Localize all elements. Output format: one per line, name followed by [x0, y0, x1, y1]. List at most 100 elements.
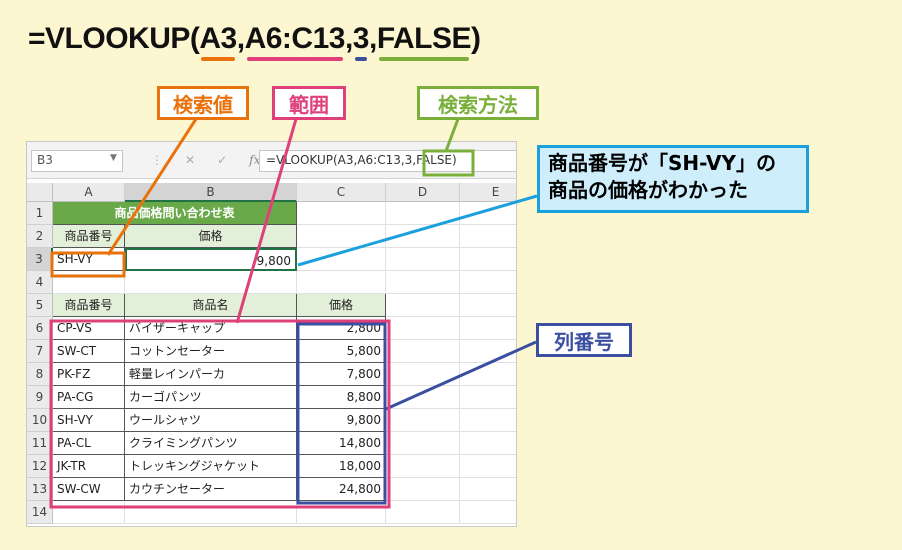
- result-bubble: 商品番号が「SH-VY」の 商品の価格がわかった: [537, 145, 809, 213]
- formula-bar-area: B3 ▼ ⋮ ✕ ✓ fx =VLOOKUP(A3,A6:C13,3,FALSE…: [27, 142, 516, 179]
- product-name-cell[interactable]: バイザーキャップ: [125, 317, 297, 340]
- row-header-13[interactable]: 13: [27, 478, 53, 501]
- row-header-11[interactable]: 11: [27, 432, 53, 455]
- cell[interactable]: [386, 386, 460, 409]
- cell[interactable]: [386, 294, 460, 317]
- cell[interactable]: [297, 225, 386, 248]
- cell[interactable]: [460, 501, 516, 524]
- result-cell[interactable]: 9,800: [125, 248, 297, 271]
- formula-prefix: =VLOOKUP(: [28, 22, 200, 55]
- row-header-7[interactable]: 7: [27, 340, 53, 363]
- product-code-cell[interactable]: CP-VS: [53, 317, 125, 340]
- cell[interactable]: [460, 202, 516, 225]
- table-title-cell[interactable]: 商品価格問い合わせ表: [53, 202, 297, 225]
- cell[interactable]: [386, 432, 460, 455]
- product-name-cell[interactable]: ウールシャツ: [125, 409, 297, 432]
- row-header-4[interactable]: 4: [27, 271, 53, 294]
- cell[interactable]: [297, 202, 386, 225]
- cell[interactable]: [297, 501, 386, 524]
- row-header-14[interactable]: 14: [27, 501, 53, 524]
- product-code-cell[interactable]: SH-VY: [53, 409, 125, 432]
- product-name-cell[interactable]: クライミングパンツ: [125, 432, 297, 455]
- cell[interactable]: [460, 432, 516, 455]
- cancel-icon[interactable]: ✕: [185, 153, 196, 167]
- formula-input[interactable]: =VLOOKUP(A3,A6:C13,3,FALSE): [259, 150, 516, 172]
- row-header-8[interactable]: 8: [27, 363, 53, 386]
- product-price-cell[interactable]: 24,800: [297, 478, 386, 501]
- table-header-name[interactable]: 商品名: [125, 294, 297, 317]
- product-price-cell[interactable]: 14,800: [297, 432, 386, 455]
- callout-lookup-value: 検索値: [157, 86, 249, 120]
- column-header-b[interactable]: B: [125, 183, 297, 202]
- lookup-value-cell[interactable]: SH-VY: [53, 248, 125, 271]
- product-name-cell[interactable]: コットンセーター: [125, 340, 297, 363]
- cell[interactable]: [297, 248, 386, 271]
- cell[interactable]: [386, 501, 460, 524]
- row-header-3[interactable]: 3: [27, 248, 53, 271]
- table-header-code[interactable]: 商品番号: [53, 294, 125, 317]
- row-header-6[interactable]: 6: [27, 317, 53, 340]
- product-name-cell[interactable]: 軽量レインパーカ: [125, 363, 297, 386]
- row-header-1[interactable]: 1: [27, 202, 53, 225]
- cell[interactable]: [460, 478, 516, 501]
- cell[interactable]: [125, 501, 297, 524]
- cell[interactable]: [297, 271, 386, 294]
- cell[interactable]: [460, 340, 516, 363]
- cell[interactable]: [460, 455, 516, 478]
- cell[interactable]: [460, 248, 516, 271]
- lookup-header-code[interactable]: 商品番号: [53, 225, 125, 248]
- product-code-cell[interactable]: SW-CT: [53, 340, 125, 363]
- product-code-cell[interactable]: JK-TR: [53, 455, 125, 478]
- cell[interactable]: [125, 271, 297, 294]
- dropdown-icon[interactable]: ▼: [110, 153, 117, 163]
- row-header-5[interactable]: 5: [27, 294, 53, 317]
- row-header-10[interactable]: 10: [27, 409, 53, 432]
- formula-title: =VLOOKUP(A3,A6:C13,3,FALSE): [28, 22, 481, 61]
- product-price-cell[interactable]: 18,000: [297, 455, 386, 478]
- cell[interactable]: [386, 202, 460, 225]
- cell[interactable]: [386, 340, 460, 363]
- cell[interactable]: [460, 363, 516, 386]
- cell[interactable]: [386, 478, 460, 501]
- cell[interactable]: [460, 317, 516, 340]
- product-name-cell[interactable]: トレッキングジャケット: [125, 455, 297, 478]
- column-header-c[interactable]: C: [297, 183, 386, 202]
- name-box[interactable]: B3: [31, 150, 123, 172]
- result-bubble-line1: 商品番号が「SH-VY」の: [548, 151, 776, 175]
- cell[interactable]: [386, 363, 460, 386]
- row-header-12[interactable]: 12: [27, 455, 53, 478]
- table-header-price[interactable]: 価格: [297, 294, 386, 317]
- cell[interactable]: [53, 501, 125, 524]
- cell[interactable]: [460, 225, 516, 248]
- product-price-cell[interactable]: 2,800: [297, 317, 386, 340]
- cell[interactable]: [386, 271, 460, 294]
- lookup-header-price[interactable]: 価格: [125, 225, 297, 248]
- column-header-d[interactable]: D: [386, 183, 460, 202]
- product-code-cell[interactable]: PA-CG: [53, 386, 125, 409]
- cell[interactable]: [460, 271, 516, 294]
- column-header-e[interactable]: E: [460, 183, 516, 202]
- cell[interactable]: [460, 294, 516, 317]
- cell[interactable]: [386, 248, 460, 271]
- row-header-9[interactable]: 9: [27, 386, 53, 409]
- column-header-a[interactable]: A: [53, 183, 125, 202]
- product-code-cell[interactable]: SW-CW: [53, 478, 125, 501]
- enter-icon[interactable]: ✓: [217, 153, 228, 167]
- cell[interactable]: [386, 317, 460, 340]
- product-price-cell[interactable]: 8,800: [297, 386, 386, 409]
- cell[interactable]: [460, 409, 516, 432]
- cell[interactable]: [386, 225, 460, 248]
- cell[interactable]: [460, 386, 516, 409]
- product-price-cell[interactable]: 7,800: [297, 363, 386, 386]
- product-name-cell[interactable]: カーゴパンツ: [125, 386, 297, 409]
- product-price-cell[interactable]: 9,800: [297, 409, 386, 432]
- row-header-2[interactable]: 2: [27, 225, 53, 248]
- cell[interactable]: [386, 455, 460, 478]
- product-name-cell[interactable]: カウチンセーター: [125, 478, 297, 501]
- select-all-corner[interactable]: [27, 183, 53, 202]
- cell[interactable]: [53, 271, 125, 294]
- product-code-cell[interactable]: PK-FZ: [53, 363, 125, 386]
- product-code-cell[interactable]: PA-CL: [53, 432, 125, 455]
- product-price-cell[interactable]: 5,800: [297, 340, 386, 363]
- cell[interactable]: [386, 409, 460, 432]
